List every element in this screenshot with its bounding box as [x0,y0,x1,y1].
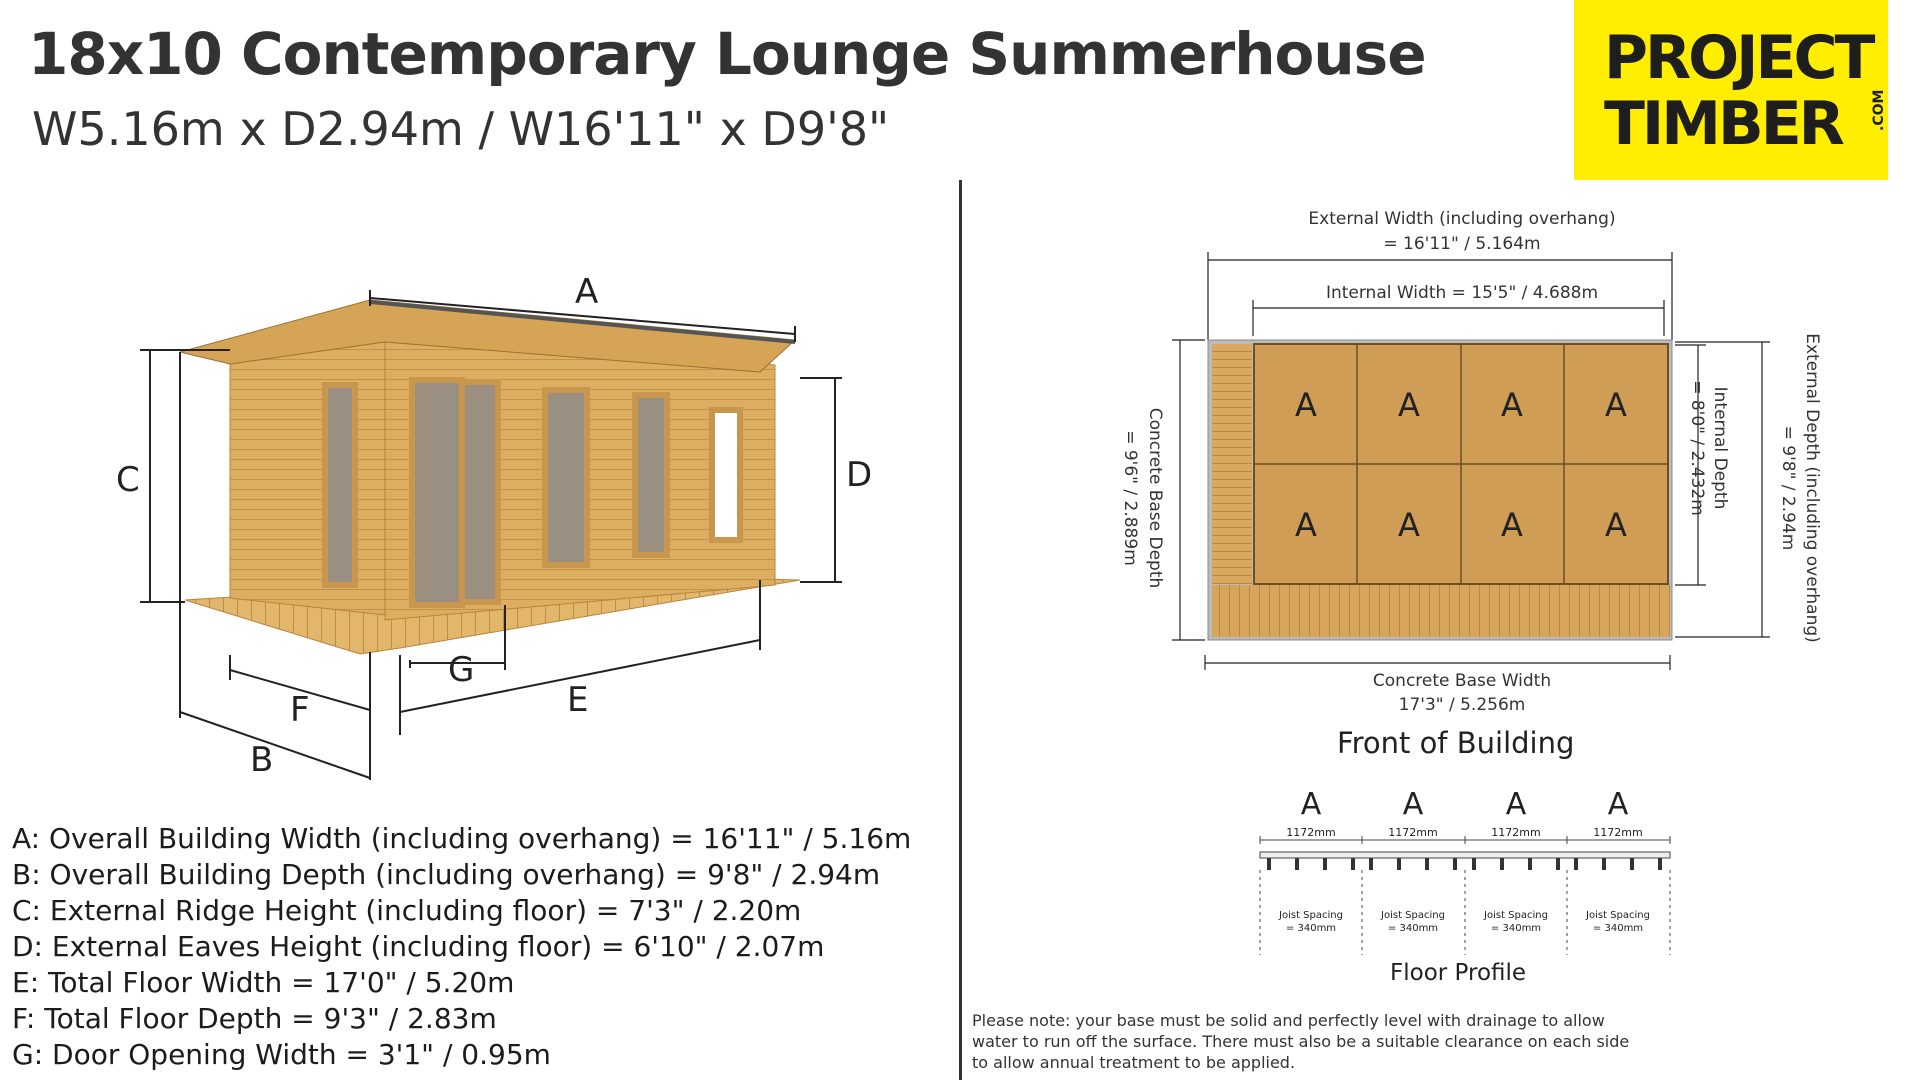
external-depth-value: = 9'8" / 2.94m [1778,425,1798,551]
profile-width-1: 1172mm [1286,826,1335,839]
spec-c: C: External Ridge Height (including floo… [12,894,802,927]
internal-depth-value: = 8'0" / 2.432m [1687,380,1707,516]
floor-profile: A A A A 1172mm 1172mm 1172mm 1172mm Jois… [1259,787,1671,955]
profile-width-3: 1172mm [1491,826,1540,839]
base-note: Please note: your base must be solid and… [972,1011,1630,1072]
panel-a-7: A [1501,506,1523,544]
joist-value-3: = 340mm [1491,923,1541,934]
profile-letter-2: A [1403,787,1424,822]
profile-letter-1: A [1301,787,1322,822]
joist-label-2: Joist Spacing [1380,910,1445,921]
profile-letter-3: A [1506,787,1527,822]
label-g: G [448,650,475,690]
spec-a: A: Overall Building Width (including ove… [12,822,912,855]
logo-suffix: .COM [1871,89,1887,131]
spec-d: D: External Eaves Height (including floo… [12,930,825,963]
panel-a-4: A [1605,386,1627,424]
project-timber-logo: PROJECT TIMBER .COM [1574,0,1888,180]
joist-label-3: Joist Spacing [1483,910,1548,921]
panel-a-5: A [1295,506,1317,544]
profile-letter-4: A [1608,787,1629,822]
joist-label-4: Joist Spacing [1585,910,1650,921]
panel-a-6: A [1398,506,1420,544]
vertical-divider [959,180,962,1080]
concrete-base-width-value: 17'3" / 5.256m [1398,695,1526,715]
profile-width-2: 1172mm [1388,826,1437,839]
page-title: 18x10 Contemporary Lounge Summerhouse [28,20,1427,88]
spec-g: G: Door Opening Width = 3'1" / 0.95m [12,1038,551,1071]
concrete-base-width-label: Concrete Base Width [1372,671,1552,691]
internal-width-label: Internal Width = 15'5" / 4.688m [1325,283,1599,303]
label-f: F [290,690,310,730]
joist-value-4: = 340mm [1593,923,1643,934]
label-b: B [250,740,274,780]
front-of-building-label: Front of Building [1337,726,1575,760]
label-d: D [846,455,873,495]
spec-b: B: Overall Building Depth (including ove… [12,858,881,891]
external-depth-label: External Depth (including overhang) [1802,333,1822,643]
panel-a-2: A [1398,386,1420,424]
concrete-base-depth-label: Concrete Base Depth [1145,407,1165,589]
building-illustration [140,290,842,780]
panel-a-1: A [1295,386,1317,424]
logo-line-1: PROJECT [1604,23,1875,93]
label-c: C [116,460,140,500]
profile-width-4: 1172mm [1593,826,1642,839]
spec-f: F: Total Floor Depth = 9'3" / 2.83m [12,1002,497,1035]
joist-value-1: = 340mm [1286,923,1336,934]
label-e: E [567,680,589,720]
joist-label-1: Joist Spacing [1278,910,1343,921]
logo-line-2: TIMBER [1604,89,1845,159]
floor-profile-title: Floor Profile [1390,960,1527,986]
page-subtitle: W5.16m x D2.94m / W16'11" x D9'8" [32,102,890,156]
internal-depth-label: Internal Depth [1710,386,1730,510]
label-a: A [575,272,599,312]
external-width-label: External Width (including overhang) [1308,209,1616,229]
joist-value-2: = 340mm [1388,923,1438,934]
panel-a-3: A [1501,386,1523,424]
floor-plan: A A A A A A A A [1172,252,1770,670]
spec-e: E: Total Floor Width = 17'0" / 5.20m [12,966,515,999]
concrete-base-depth-value: = 9'6" / 2.889m [1120,430,1140,566]
external-width-value: = 16'11" / 5.164m [1383,234,1541,254]
panel-a-8: A [1605,506,1627,544]
